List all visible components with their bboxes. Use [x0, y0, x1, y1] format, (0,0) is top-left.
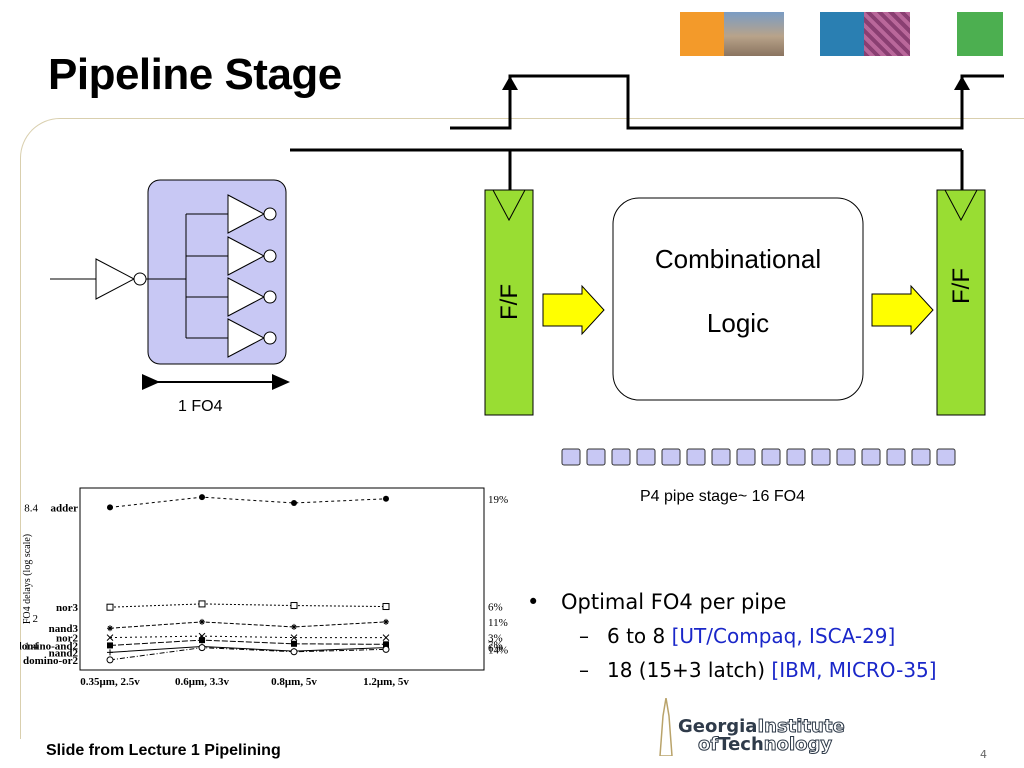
- ff-label-left: F/F: [496, 284, 523, 320]
- series-line-nand2: [109, 646, 387, 653]
- flip-flop-left: [484, 189, 534, 416]
- point-domino-or2-1: [198, 644, 206, 652]
- point-nor2-0: [106, 634, 114, 641]
- x-tick-label-0: 0.35μm, 2.5v: [80, 676, 140, 688]
- point-nor3-1: [198, 600, 206, 608]
- content-frame: [20, 118, 1024, 739]
- clock-waveform: [450, 74, 1004, 130]
- series-label-domino-or2: domino-or2: [23, 655, 79, 667]
- citation-ut-compaq: [UT/Compaq, ISCA-29]: [671, 624, 896, 648]
- clock-edge-arrow-right: [954, 76, 970, 90]
- series-line-domino-and2: [109, 639, 387, 646]
- bullet-sub-2: –18 (15+3 latch) [IBM, MICRO-35]: [579, 658, 937, 682]
- y-axis-label: FO4 delays (log scale): [22, 534, 33, 624]
- fo4-delay-chart: adder 19% nor3 6% nand3 11% nor2 3% domino-and2 7…: [20, 487, 508, 688]
- fo4-squares-row: [561, 448, 956, 466]
- point-adder-1: [199, 494, 205, 501]
- logic-label-line1: Combinational: [654, 244, 822, 274]
- bullet-sub-1: –6 to 8 [UT/Compaq, ISCA-29]: [579, 624, 896, 648]
- point-nand2-0: [107, 649, 113, 656]
- series-pct-nand3: 11%: [488, 617, 508, 629]
- georgia-tech-logo: GeorgiaInstitute ofTechnology: [678, 716, 845, 755]
- series-label-nand2: nand2: [49, 647, 79, 659]
- blue-thumbnail: [820, 12, 864, 56]
- point-nand3-2: [291, 623, 297, 630]
- citation-ibm: [IBM, MICRO-35]: [771, 658, 937, 682]
- series-label-domino-and2: domino-and2: [20, 640, 78, 652]
- series-line-nor2: [109, 635, 386, 639]
- campus-photo-thumbnail: [724, 12, 784, 56]
- point-domino-and2-3: [383, 641, 389, 648]
- point-nor3-3: [382, 603, 390, 611]
- page-number: 4: [980, 748, 987, 761]
- point-domino-and2-0: [107, 642, 113, 649]
- series-line-nand3: [109, 621, 387, 629]
- y-tick-label-0: 8.4: [24, 502, 38, 514]
- clock-edge-arrow-left: [502, 76, 518, 90]
- series-label-nor2: nor2: [56, 633, 79, 645]
- load-inverters: [186, 194, 277, 358]
- series-line-domino-or2: [109, 647, 387, 661]
- series-line-adder: [109, 496, 387, 508]
- point-adder-0: [107, 504, 113, 511]
- series-label-nor3: nor3: [56, 602, 79, 614]
- y-tick-label-2: 1.4: [24, 640, 38, 652]
- point-adder-3: [383, 495, 389, 502]
- chart-plot-frame: [79, 487, 485, 671]
- ff-label-right: F/F: [948, 268, 975, 304]
- point-domino-and2-2: [291, 640, 297, 647]
- point-nand3-1: [199, 618, 205, 625]
- point-nand3-3: [383, 618, 389, 625]
- series-pct-nor3: 6%: [488, 602, 503, 614]
- point-domino-or2-3: [382, 645, 390, 653]
- point-domino-or2-2: [290, 648, 298, 656]
- driver-inverter: [95, 258, 136, 300]
- slide-title: Pipeline Stage: [48, 50, 342, 99]
- bullet-main: •Optimal FO4 per pipe: [527, 590, 787, 614]
- x-tick-label-3: 1.2μm, 5v: [363, 676, 409, 688]
- series-label-adder: adder: [51, 502, 79, 514]
- point-nand3-0: [107, 625, 113, 632]
- combinational-logic-box: [612, 197, 864, 401]
- point-domino-and2-1: [199, 637, 205, 644]
- slide-footer: Slide from Lecture 1 Pipelining: [46, 742, 281, 759]
- data-arrow-right: [871, 284, 934, 336]
- point-adder-2: [291, 499, 297, 506]
- point-nor2-2: [290, 634, 298, 641]
- point-domino-or2-0: [106, 656, 114, 664]
- flip-flop-right: [936, 189, 986, 416]
- fo4-label: 1 FO4: [178, 398, 223, 415]
- series-label-nand3: nand3: [49, 623, 79, 635]
- green-thumbnail: [957, 12, 1003, 56]
- x-tick-label-1: 0.6μm, 3.3v: [175, 676, 229, 688]
- series-pct-domino-or2: 14%: [488, 644, 508, 656]
- point-nor3-0: [106, 603, 114, 611]
- point-nor3-2: [290, 602, 298, 610]
- x-tick-label-2: 0.8μm, 5v: [271, 676, 317, 688]
- series-pct-nor2: 3%: [488, 633, 503, 645]
- logic-label-line2: Logic: [706, 308, 770, 338]
- chip-photo-thumbnail: [864, 12, 910, 56]
- series-pct-nand2: 6%: [488, 643, 503, 655]
- p4-stage-label: P4 pipe stage~ 16 FO4: [640, 488, 805, 505]
- bullet-list: •Optimal FO4 per pipe –6 to 8 [UT/Compaq…: [527, 590, 937, 692]
- tech-tower-icon: [659, 698, 673, 756]
- point-nor2-3: [382, 634, 390, 641]
- y-tick-label-1: 2: [33, 613, 39, 625]
- data-arrow-left: [542, 284, 605, 336]
- orange-thumbnail: [680, 12, 724, 56]
- series-pct-domino-and2: 7%: [488, 639, 503, 651]
- series-pct-adder: 19%: [488, 494, 508, 506]
- fo4-box: [147, 179, 287, 365]
